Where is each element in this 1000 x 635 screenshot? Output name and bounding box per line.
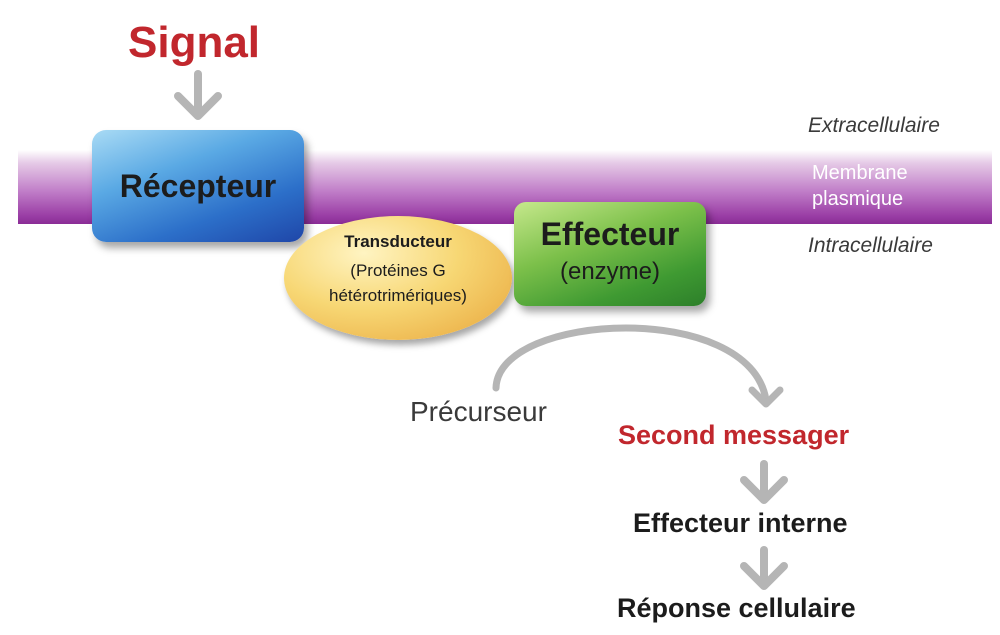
receptor-label: Récepteur — [119, 167, 277, 204]
receptor-box: Récepteur — [92, 130, 304, 242]
second-messenger-label: Second messager — [618, 420, 850, 450]
internal-down-arrow — [740, 546, 788, 590]
messenger-down-arrow — [740, 460, 788, 504]
membrane-label-line2: plasmique — [812, 188, 904, 210]
membrane-label: Membrane plasmique — [812, 160, 908, 212]
signal-down-arrow — [174, 70, 222, 120]
membrane-label-line1: Membrane — [812, 162, 908, 184]
transducer-line2: hétérotrimériques) — [329, 286, 467, 305]
internal-effector-label: Effecteur interne — [633, 508, 848, 538]
effector-title: Effecteur — [540, 216, 680, 252]
signal-label: Signal — [128, 18, 261, 67]
transducer-subtitle: (Protéines G hétérotrimériques) — [284, 258, 512, 308]
extracellular-label: Extracellulaire — [808, 114, 940, 137]
cell-response-label: Réponse cellulaire — [617, 593, 856, 623]
effector-box: Effecteur (enzyme) — [514, 202, 706, 306]
effector-subtitle: (enzyme) — [559, 258, 661, 285]
precursor-label: Précurseur — [410, 396, 547, 427]
transducer-ellipse: Transducteur (Protéines G hétérotrimériq… — [284, 216, 512, 340]
intracellular-label: Intracellulaire — [808, 234, 933, 257]
transducer-title: Transducteur — [344, 232, 452, 251]
conversion-arc-arrow — [492, 324, 784, 408]
transducer-line1: (Protéines G — [350, 261, 446, 280]
